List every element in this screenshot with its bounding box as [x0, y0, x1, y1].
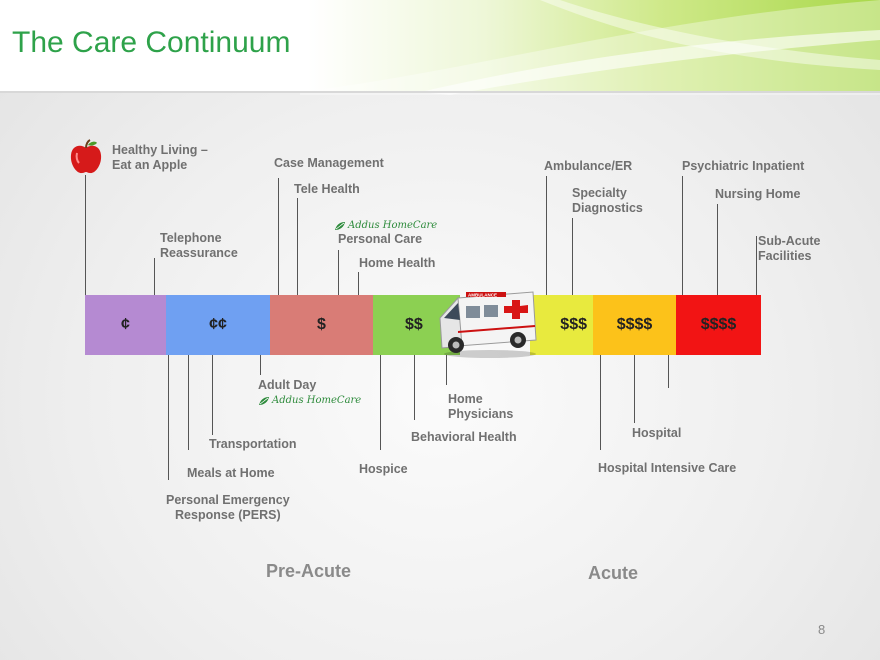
connector-line [634, 355, 635, 423]
cost-segment-1: ¢ [85, 295, 166, 355]
label-case-management: Case Management [274, 156, 384, 170]
label-tele-health: Tele Health [294, 182, 360, 196]
connector-line [168, 355, 169, 480]
connector-line [682, 176, 683, 295]
connector-line [358, 272, 359, 295]
connector-line [260, 355, 261, 375]
cost-segment-6: $$$$ [593, 295, 676, 355]
connector-line [600, 355, 601, 450]
cost-label: $$$$ [616, 316, 653, 333]
label-personal-care: Personal Care [338, 232, 423, 246]
connector-line [154, 258, 155, 295]
connector-line [188, 355, 189, 450]
cost-segment-5: $$$ [530, 295, 593, 355]
cost-segment-7: $$$$ [676, 295, 761, 355]
connector-line [414, 355, 415, 420]
label-transportation: Transportation [209, 437, 297, 451]
connector-line [572, 218, 573, 295]
cost-segment-2: ¢¢ [166, 295, 270, 355]
cost-label: $$ [405, 316, 423, 333]
connector-line [446, 355, 447, 385]
label-hospital-intensive-care: Hospital Intensive Care [598, 461, 737, 475]
label-meals-at-home: Meals at Home [187, 466, 275, 480]
label-ambulance-er: Ambulance/ER [544, 159, 633, 173]
apple-icon [70, 139, 102, 174]
label-nursing-home: Nursing Home [715, 187, 801, 201]
cost-segment-3: $ [270, 295, 373, 355]
connector-line [756, 236, 757, 295]
label-telephone-reassurance: Telephone Reassurance [160, 231, 238, 260]
label-healthy-living: Healthy Living – Eat an Apple [112, 143, 208, 172]
page-number: 8 [818, 622, 826, 637]
ambulance-icon: AMBULANCE [439, 291, 537, 358]
connector-line [717, 204, 718, 295]
addus-logo-above: Addus HomeCare [334, 220, 437, 231]
connector-line [85, 175, 86, 295]
connector-line [668, 355, 669, 388]
cost-label: ¢¢ [209, 316, 227, 333]
connector-line [297, 198, 298, 295]
phase-acute: Acute [588, 563, 639, 583]
label-home-health: Home Health [359, 256, 436, 270]
label-sub-acute-facilities: Sub-Acute Facilities [758, 234, 821, 263]
addus-logo-below: Addus HomeCare [258, 395, 361, 406]
connector-line [380, 355, 381, 450]
cost-label: $$$ [560, 316, 587, 333]
label-home-physicians: Home Physicians [448, 392, 514, 421]
cost-label: ¢ [121, 316, 130, 333]
label-hospital: Hospital [632, 426, 682, 440]
addus-leaf-icon [259, 396, 269, 405]
connector-line [278, 178, 279, 295]
label-psychiatric-inpatient: Psychiatric Inpatient [682, 159, 805, 173]
cost-label: $ [317, 316, 326, 333]
label-specialty-diagnostics: Specialty Diagnostics [572, 186, 643, 215]
cost-label: $$$$ [700, 316, 737, 333]
page-title: The Care Continuum [12, 26, 291, 59]
label-hospice: Hospice [359, 462, 408, 476]
connector-line [338, 250, 339, 295]
phase-pre-acute: Pre-Acute [266, 561, 352, 581]
ambulance-text: AMBULANCE [468, 293, 497, 298]
label-pers: Personal Emergency Response (PERS) [166, 493, 290, 522]
label-adult-day: Adult Day [258, 378, 317, 392]
addus-logo-text: Addus HomeCare [272, 395, 362, 406]
connector-line [546, 176, 547, 295]
addus-leaf-icon [335, 221, 345, 230]
header-swoosh [0, 0, 880, 95]
connector-line [212, 355, 213, 435]
addus-logo-text: Addus HomeCare [348, 220, 438, 231]
label-behavioral-health: Behavioral Health [411, 430, 517, 444]
